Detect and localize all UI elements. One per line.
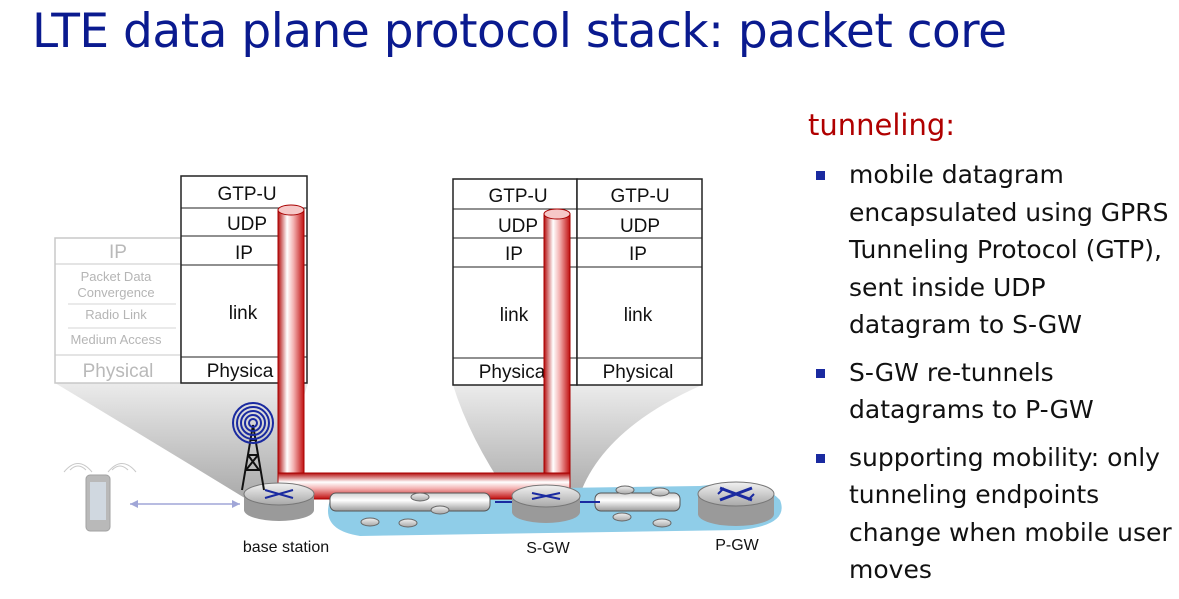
bullet-square-icon: [816, 368, 825, 378]
sgw-right-link-label: link: [624, 305, 653, 326]
page-title: LTE data plane protocol stack: packet co…: [32, 4, 1007, 59]
bullet-1: mobile datagram encapsulated using GPRS …: [808, 156, 1173, 344]
sgw-right-udp-label: UDP: [620, 216, 660, 237]
ghost-physical-label: Physical: [83, 361, 154, 382]
sgw-right-gtp-label: GTP-U: [610, 186, 669, 207]
bullet-1-text: mobile datagram encapsulated using GPRS …: [849, 160, 1169, 339]
ghost-pdc-label-1: Packet Data: [81, 269, 153, 284]
ghost-radio-link-label: Radio Link: [85, 307, 147, 322]
base-station-router-icon: [243, 482, 315, 521]
base-station-label: base station: [243, 539, 329, 556]
wireless-link-arrow: [130, 500, 240, 508]
base-phys-label: Physica: [207, 361, 274, 382]
sgw-left-phys-label: Physica: [479, 362, 546, 383]
core-routers: [360, 485, 672, 528]
gtp-tunnel: [277, 204, 571, 501]
base-udp-label: UDP: [227, 214, 267, 235]
bullet-square-icon: [816, 171, 825, 180]
bullet-3-text: supporting mobility: only tunneling endp…: [849, 442, 1172, 585]
ghost-medium-access-label: Medium Access: [70, 332, 162, 347]
pgw-label: P-GW: [715, 537, 759, 554]
bullet-2: S-GW re-tunnels datagrams to P-GW: [808, 354, 1173, 429]
antenna-tower-icon: [232, 402, 274, 491]
tunneling-explanation: tunneling: mobile datagram encapsulated …: [808, 108, 1173, 599]
sgw-right-stack: GTP-U UDP IP link Physical: [576, 178, 703, 386]
sgw-right-ip-label: IP: [629, 244, 647, 265]
sgw-router-icon: [511, 484, 581, 523]
ghost-ip-label: IP: [109, 242, 127, 263]
bullet-2-text: S-GW re-tunnels datagrams to P-GW: [849, 357, 1094, 425]
sgw-left-udp-label: UDP: [498, 216, 538, 237]
ghost-pdc-label-2: Convergence: [77, 285, 154, 300]
sgw-left-gtp-label: GTP-U: [488, 186, 547, 207]
sgw-left-ip-label: IP: [505, 244, 523, 265]
ghost-protocol-stack: IP Packet Data Convergence Radio Link Me…: [54, 237, 182, 384]
base-ip-label: IP: [235, 243, 253, 264]
tunneling-heading: tunneling:: [808, 108, 956, 142]
network-diagram: IP Packet Data Convergence Radio Link Me…: [54, 175, 782, 557]
sgw-right-phys-label: Physical: [603, 362, 674, 383]
pgw-router-icon: [697, 481, 775, 526]
mobile-phone-icon: [63, 463, 137, 532]
bullet-square-icon: [816, 453, 825, 463]
sgw-cone: [453, 385, 702, 500]
base-gtp-label: GTP-U: [217, 184, 276, 205]
sgw-label: S-GW: [526, 540, 570, 557]
bullet-3: supporting mobility: only tunneling endp…: [808, 439, 1173, 589]
sgw-left-link-label: link: [500, 305, 529, 326]
core-links: [329, 492, 681, 512]
base-link-label: link: [229, 303, 258, 324]
